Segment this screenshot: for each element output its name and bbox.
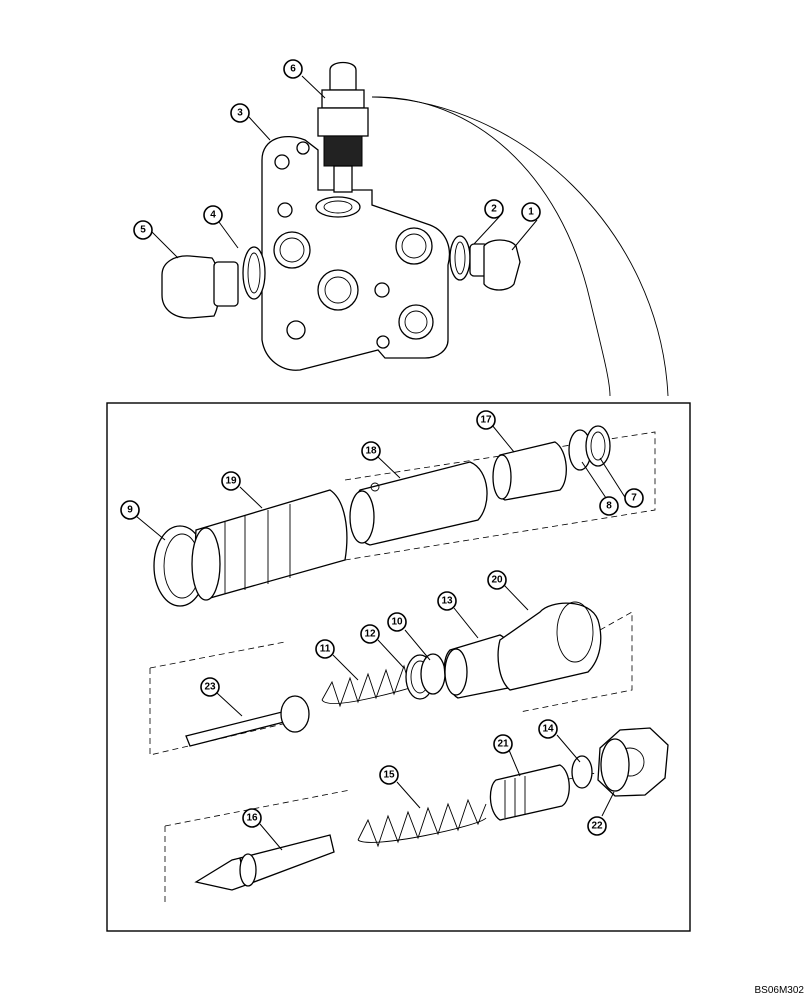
valve-body <box>261 136 451 371</box>
callout-2-label: 2 <box>491 204 497 215</box>
callout-10-label: 10 <box>391 617 403 628</box>
callout-22: 22 <box>587 816 607 836</box>
callout-9: 9 <box>120 500 140 520</box>
ring-12-10 <box>405 653 446 700</box>
callout-6: 6 <box>283 59 303 79</box>
callout-16: 16 <box>242 808 262 828</box>
callout-23: 23 <box>200 677 220 697</box>
callout-3: 3 <box>230 103 250 123</box>
callout-14: 14 <box>538 719 558 739</box>
adapter-19 <box>191 489 348 601</box>
callout-1-label: 1 <box>528 207 534 218</box>
row2-dashed-envelope <box>149 611 633 756</box>
seal-14 <box>571 755 593 789</box>
callout-21: 21 <box>493 734 513 754</box>
reference-code: BS06M302 <box>754 985 804 996</box>
callout-6-label: 6 <box>290 64 296 75</box>
callout-10: 10 <box>387 612 407 632</box>
callout-19: 19 <box>221 471 241 491</box>
detail-connector-curve-outer <box>371 96 669 397</box>
callout-2: 2 <box>484 199 504 219</box>
nut-22 <box>597 727 669 797</box>
callout-9-label: 9 <box>127 505 133 516</box>
rings-8-7 <box>568 425 611 471</box>
callout-8: 8 <box>599 496 619 516</box>
pin-23 <box>185 695 310 747</box>
plunger-13 <box>443 634 515 699</box>
pressure-fitting <box>317 61 369 193</box>
plug-left <box>161 246 266 319</box>
callout-5: 5 <box>133 220 153 240</box>
adjuster-21 <box>489 764 570 821</box>
callout-17: 17 <box>476 410 496 430</box>
piston-17 <box>492 441 567 501</box>
plug-right <box>449 235 521 291</box>
callout-7: 7 <box>624 488 644 508</box>
row1-dashed-envelope <box>344 431 656 561</box>
callout-5-label: 5 <box>140 225 146 236</box>
callout-12-label: 12 <box>364 629 376 640</box>
callout-18-label: 18 <box>365 446 377 457</box>
callout-23-label: 23 <box>204 682 216 693</box>
leader-lines <box>135 75 629 851</box>
callout-22-label: 22 <box>591 821 603 832</box>
callout-1: 1 <box>521 202 541 222</box>
callout-3-label: 3 <box>237 108 243 119</box>
callout-16-label: 16 <box>246 813 258 824</box>
callout-18: 18 <box>361 441 381 461</box>
needle-16 <box>194 834 335 891</box>
callout-20-label: 20 <box>491 575 503 586</box>
callout-4-label: 4 <box>210 210 216 221</box>
callout-14-label: 14 <box>542 724 554 735</box>
callout-19-label: 19 <box>225 476 237 487</box>
callout-7-label: 7 <box>631 493 637 504</box>
callout-11: 11 <box>315 639 335 659</box>
callout-4: 4 <box>203 205 223 225</box>
callout-20: 20 <box>487 570 507 590</box>
callout-15: 15 <box>379 765 399 785</box>
callout-8-label: 8 <box>606 501 612 512</box>
callout-12: 12 <box>360 624 380 644</box>
housing-20 <box>497 601 602 691</box>
spring-11 <box>321 664 411 708</box>
callout-13-label: 13 <box>441 596 453 607</box>
callout-11-label: 11 <box>320 644 331 655</box>
spring-15 <box>357 798 487 848</box>
callout-13: 13 <box>437 591 457 611</box>
callout-15-label: 15 <box>383 770 395 781</box>
detail-connector-curve <box>371 96 611 397</box>
detail-frame <box>106 402 691 932</box>
callout-17-label: 17 <box>480 415 492 426</box>
callout-21-label: 21 <box>497 739 509 750</box>
sleeve-18 <box>349 461 488 546</box>
